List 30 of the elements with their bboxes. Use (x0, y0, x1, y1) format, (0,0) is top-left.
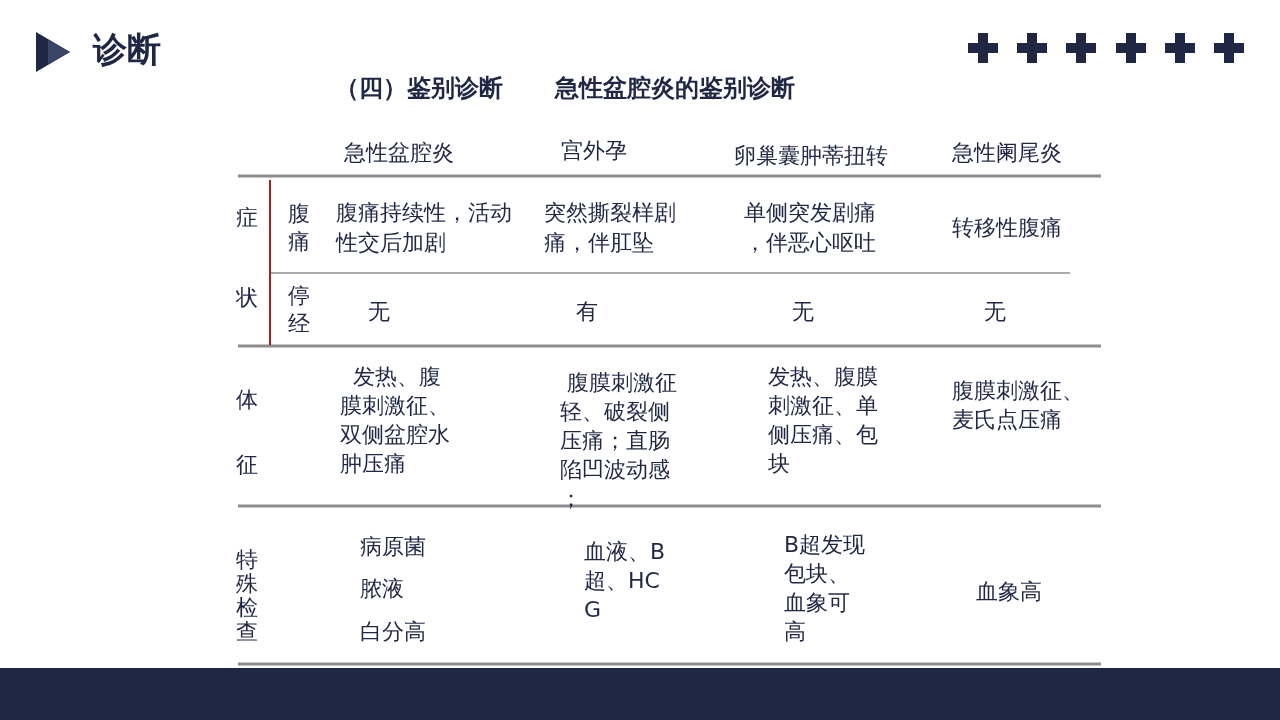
row-header: 症状 (236, 204, 258, 312)
table-cell-text: 腹膜刺激征、麦氏点压痛 (952, 377, 1085, 434)
table-cell-text: 无 (792, 298, 814, 326)
table-cell-text: 有 (576, 298, 598, 326)
slide-title: 诊断 (93, 28, 161, 70)
column-header: 急性阑尾炎 (952, 139, 1062, 167)
table-cell-text: 发热、腹膜刺激征、双侧盆腔水肿压痛 (340, 363, 451, 478)
table-cell-text: 腹膜刺激征轻、破裂侧压痛；直肠陷凹波动感； (560, 369, 678, 513)
column-header: 宫外孕 (561, 137, 627, 165)
table-cell-text: 突然撕裂样剧痛，伴肛坠 (544, 199, 677, 257)
table-cell-text: 发热、腹膜刺激征、单侧压痛、包块 (768, 363, 879, 478)
table-cell-text: 转移性腹痛 (952, 214, 1062, 242)
column-header: 急性盆腔炎 (344, 139, 454, 167)
table-cell-text: 无 (368, 298, 390, 326)
table-cell-text: 无 (984, 298, 1006, 326)
table-cell-text: 病原菌 (360, 533, 426, 561)
table-cell-text: 血象高 (976, 578, 1042, 606)
row-header: 特殊检查 (236, 548, 258, 644)
subtitle: （四）鉴别诊断 (335, 73, 503, 103)
table-cell-text: B超发现包块、血象可高 (784, 531, 866, 646)
subtitle: 急性盆腔炎的鉴别诊断 (555, 73, 795, 103)
table-cell-text: 白分高 (360, 618, 426, 646)
table-cell-text: 脓液 (360, 575, 404, 603)
row-header: 腹痛 (288, 200, 310, 256)
row-header: 停经 (288, 282, 310, 338)
table-cell-text: 腹痛持续性，活动性交后加剧 (336, 199, 513, 257)
table-cell-text: 血液、B超、HCG (584, 538, 667, 624)
table-cell-text: 单侧突发剧痛，伴恶心呕吐 (744, 199, 877, 257)
row-header: 体征 (236, 386, 258, 479)
column-header: 卵巢囊肿蒂扭转 (734, 142, 888, 170)
